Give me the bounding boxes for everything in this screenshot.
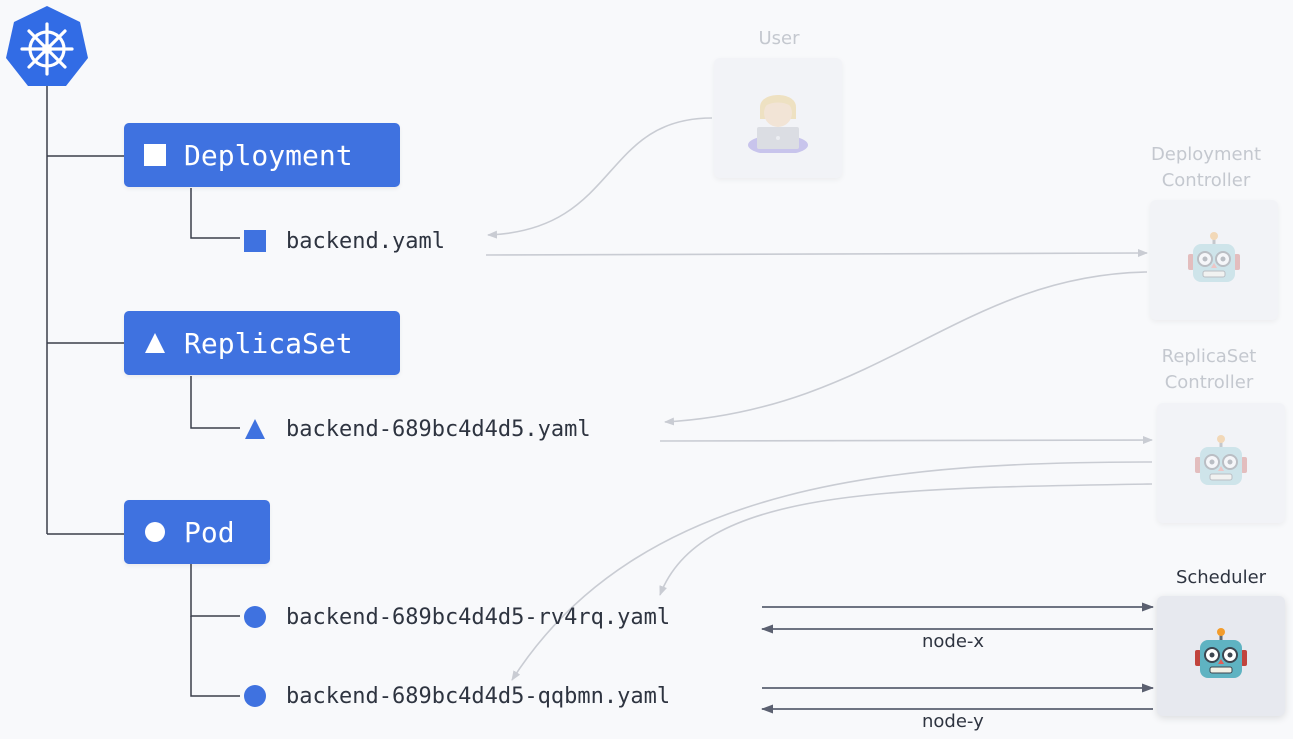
robot-icon [1188,232,1240,282]
circle-marker-icon [244,685,266,707]
robot-icon [1195,628,1247,678]
user-label: User [758,28,800,49]
deployment-file-name: backend.yaml [286,228,445,254]
pod-file-name-qqbmn: backend-689bc4d4d5-qqbmn.yaml [286,683,671,709]
branch-replicaset-yaml [190,376,240,429]
pod-kind-button[interactable]: Pod [124,500,270,564]
triangle-icon [144,332,166,354]
tree-lines [46,80,240,697]
branch-pod-qqbmn [190,616,240,697]
branch-backend-yaml [190,188,240,239]
replicaset-controller-label-line2: Controller [1164,372,1254,393]
arrow-replicaset-controller-to-rv4rq [511,461,1153,681]
replicaset-file-name: backend-689bc4d4d5.yaml [286,416,591,442]
node-x-label: node-x [922,631,985,652]
arrow-replicaset-controller-to-qqbmn [659,483,1153,596]
pod-kind-label: Pod [184,515,235,549]
arrow-replicaset-yaml-to-replicaset-controller [659,436,1153,445]
branch-pod-rv4rq [190,564,240,617]
robot-icon [1195,435,1247,485]
square-marker-icon [244,230,266,252]
deployment-controller-label: Deployment Controller [1140,142,1272,194]
arrow-backend-yaml-to-deployment-controller [485,249,1148,258]
faded-arrows [485,117,1153,681]
replicaset-controller-label: ReplicaSet Controller [1145,344,1273,396]
pod-file-name-rv4rq: backend-689bc4d4d5-rv4rq.yaml [286,604,671,630]
circle-marker-icon [244,606,266,628]
deployment-controller-label-line1: Deployment [1150,144,1262,165]
user-with-laptop-icon [748,95,808,153]
node-y-label: node-y [922,711,984,732]
replicaset-kind-button[interactable]: ReplicaSet [124,311,400,375]
deployment-controller-label-line2: Controller [1161,170,1251,191]
replicaset-kind-label: ReplicaSet [184,326,353,360]
circle-icon [144,521,166,543]
scheduler-label: Scheduler [1175,567,1267,588]
square-icon [144,144,166,166]
user-card[interactable] [714,58,842,178]
replicaset-controller-label-line1: ReplicaSet [1161,346,1257,367]
pod-file-item-rv4rq[interactable]: backend-689bc4d4d5-rv4rq.yaml [244,602,670,632]
deployment-kind-label: Deployment [184,138,353,172]
scheduler-card[interactable] [1157,596,1285,716]
arrow-deployment-controller-to-replicaset-yaml [664,271,1148,426]
triangle-marker-icon [244,418,266,440]
deployment-controller-card[interactable] [1150,200,1278,320]
arrow-user-to-backend-yaml [487,117,713,239]
deployment-kind-button[interactable]: Deployment [124,123,400,187]
pod-file-item-qqbmn[interactable]: backend-689bc4d4d5-qqbmn.yaml [244,681,670,711]
deployment-file-item[interactable]: backend.yaml [244,226,445,256]
active-arrows [761,602,1154,714]
replicaset-controller-card[interactable] [1157,403,1285,523]
replicaset-file-item[interactable]: backend-689bc4d4d5.yaml [244,414,591,444]
kubernetes-logo-icon [4,4,90,92]
